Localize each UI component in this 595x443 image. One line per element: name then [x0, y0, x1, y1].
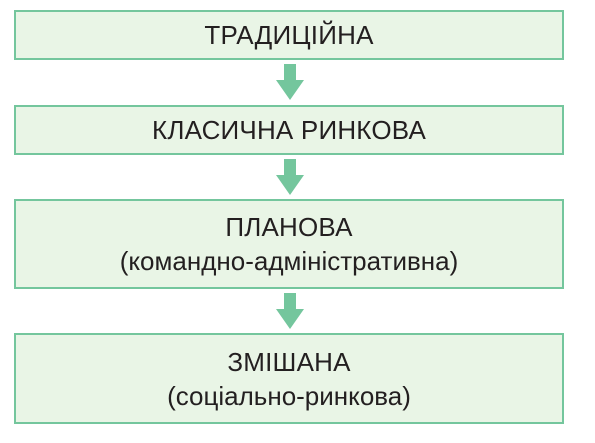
box-planned: ПЛАНОВА (командно-адміністративна) — [14, 199, 564, 289]
arrow-down-icon — [276, 159, 304, 195]
box-title: КЛАСИЧНА РИНКОВА — [151, 115, 427, 145]
box-traditional: ТРАДИЦІЙНА — [14, 10, 564, 60]
box-subtitle: (соціально-ринкова) — [167, 380, 411, 411]
box-classic-market: КЛАСИЧНА РИНКОВА — [14, 105, 564, 155]
arrow-down-icon — [276, 64, 304, 100]
box-title: ТРАДИЦІЙНА — [204, 20, 374, 50]
box-title: ЗМІШАНА — [227, 346, 351, 377]
box-title: ПЛАНОВА — [225, 212, 353, 242]
arrow-down-icon — [276, 293, 304, 329]
box-subtitle: (командно-адміністративна) — [119, 246, 459, 276]
box-mixed: ЗМІШАНА (соціально-ринкова) — [14, 333, 564, 424]
